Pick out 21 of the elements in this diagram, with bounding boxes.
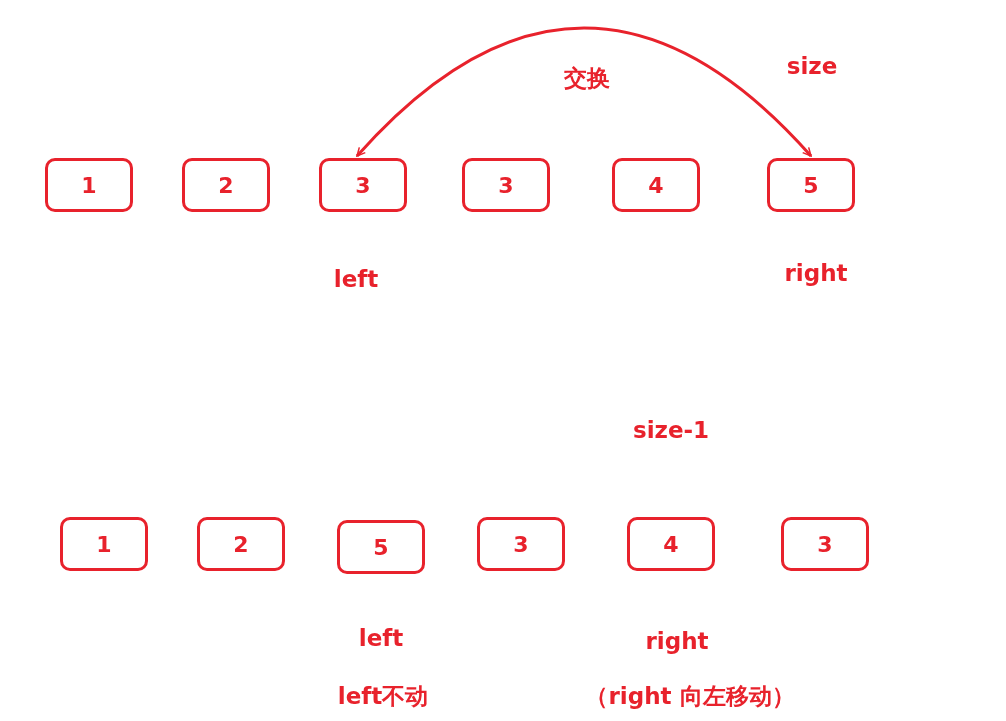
array-cell: 5 <box>767 158 855 212</box>
array-cell: 2 <box>182 158 270 212</box>
pointer-label: size-1 <box>632 417 710 443</box>
pointer-label: right <box>784 260 848 286</box>
array-cell: 3 <box>781 517 869 571</box>
pointer-label: left <box>333 266 379 292</box>
pointer-label: left不动 <box>337 681 429 711</box>
array-cell: 3 <box>477 517 565 571</box>
array-cell: 1 <box>60 517 148 571</box>
pointer-label: size <box>786 53 838 79</box>
array-cell: 5 <box>337 520 425 574</box>
array-cell: 2 <box>197 517 285 571</box>
pointer-label: left <box>358 625 404 651</box>
array-cell: 3 <box>462 158 550 212</box>
pointer-label: （right 向左移动） <box>585 681 795 711</box>
array-cell: 3 <box>319 158 407 212</box>
curved-arrow <box>355 26 813 158</box>
array-cell: 1 <box>45 158 133 212</box>
array-cell: 4 <box>627 517 715 571</box>
pointer-label: right <box>645 628 709 654</box>
array-cell: 4 <box>612 158 700 212</box>
